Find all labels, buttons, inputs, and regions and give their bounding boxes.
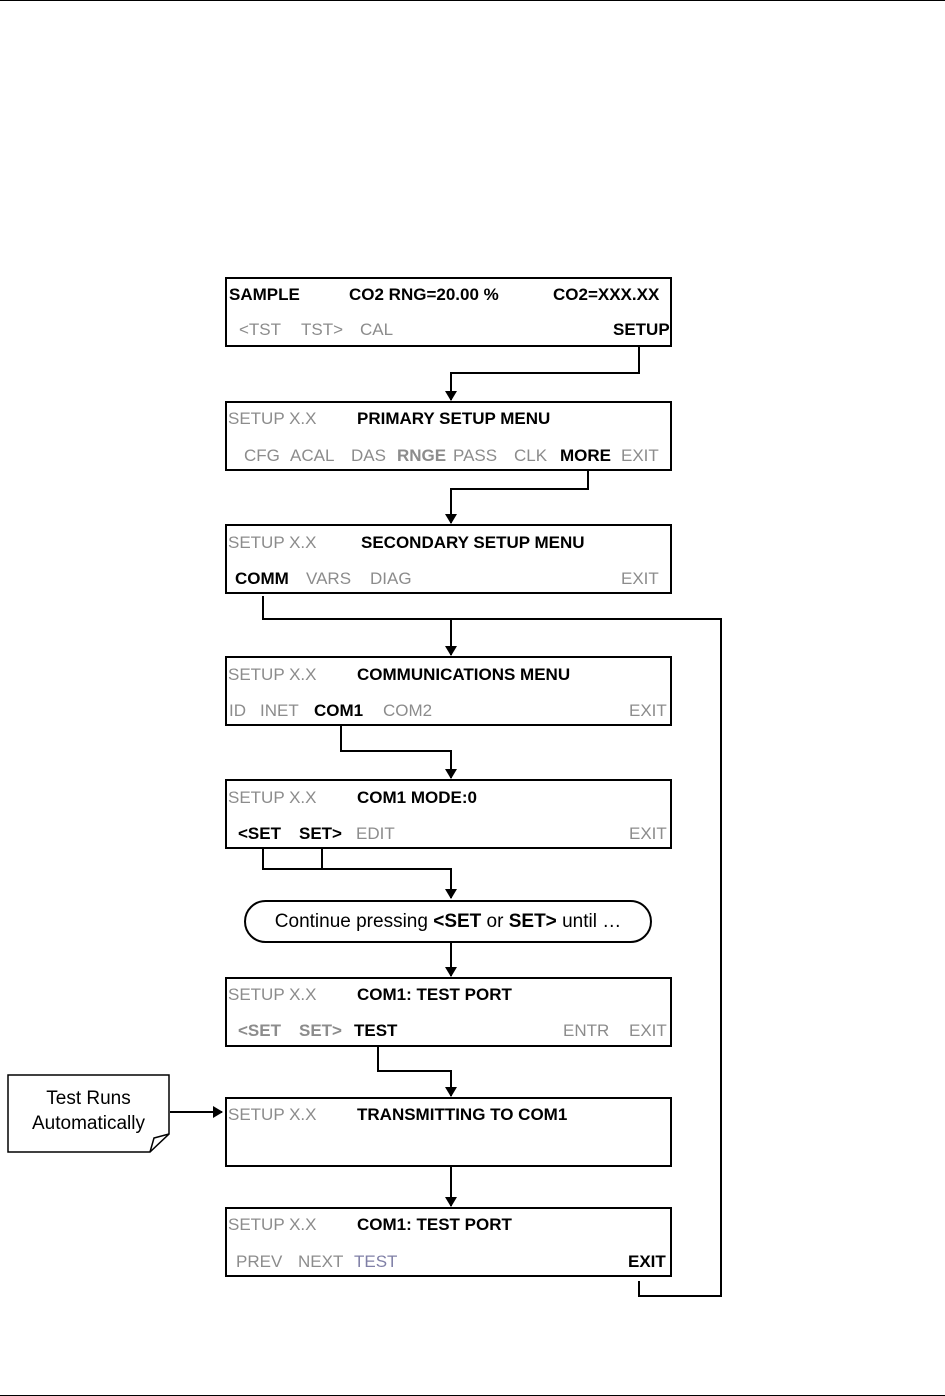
note-line-1: Test Runs [46,1088,131,1109]
next-button[interactable]: NEXT [298,1252,344,1271]
instruction-pre: Continue pressing [274,911,434,932]
return-line-exit-to-comm [451,618,722,1297]
set-prev-button[interactable]: <SET [238,1021,281,1040]
clk-button[interactable]: CLK [514,446,548,465]
setup-version-label: SETUP X.X [228,533,317,552]
setup-button[interactable]: SETUP [613,320,670,339]
exit-button[interactable]: EXIT [629,1021,667,1040]
setup-version-label: SETUP X.X [228,985,317,1004]
exit-button[interactable]: EXIT [629,824,667,843]
note-text: Test Runs Automatically [7,1086,170,1136]
exit-button[interactable]: EXIT [621,446,659,465]
rnge-button[interactable]: RNGE [397,446,447,465]
top-rule [0,0,945,1]
menu-title: PRIMARY SETUP MENU [357,409,551,428]
note-line-2: Automatically [32,1113,145,1134]
communications-display: SETUP X.X COMMUNICATIONS MENU ID INET CO… [225,656,672,726]
set-next-button[interactable]: SET> [299,1021,342,1040]
arrow-com1-to-mode [340,720,457,779]
setup-version-label: SETUP X.X [228,1215,317,1234]
edit-button[interactable]: EDIT [356,824,395,843]
arrow-setup-to-primary [445,338,640,401]
entr-button[interactable]: ENTR [563,1021,610,1040]
diag-button[interactable]: DIAG [370,569,412,588]
tst-next-button[interactable]: TST> [301,320,344,339]
arrow-set-to-instruction [262,842,457,899]
sample-display: SAMPLE CO2 RNG=20.00 % CO2=XXX.XX <TST T… [225,277,672,347]
note-box [7,1074,170,1153]
com1-mode-display: SETUP X.X COM1 MODE:0 <SET SET> EDIT EXI… [225,779,672,849]
tst-prev-button[interactable]: <TST [239,320,282,339]
setup-version-label: SETUP X.X [228,1105,317,1124]
vars-button[interactable]: VARS [306,569,352,588]
arrow-test-to-transmitting [377,1040,457,1097]
instruction-key-set-next: SET> [508,911,557,932]
arrow-comm-to-communications [262,596,457,656]
test-button[interactable]: TEST [354,1252,398,1271]
set-next-button[interactable]: SET> [299,824,342,843]
co2-readout: CO2=XXX.XX [553,285,660,304]
inet-button[interactable]: INET [260,701,299,720]
instruction-mid: or [481,911,509,932]
test-port-display: SETUP X.X COM1: TEST PORT <SET SET> TEST… [225,977,672,1047]
exit-button[interactable]: EXIT [629,701,667,720]
com2-button[interactable]: COM2 [383,701,433,720]
test-port-running-display: SETUP X.X COM1: TEST PORT PREV NEXT TEST… [225,1207,672,1277]
port-title: COM1: TEST PORT [357,985,512,1004]
arrow-more-to-secondary [445,465,589,524]
transmitting-display: SETUP X.X TRANSMITTING TO COM1 [225,1097,672,1167]
exit-button[interactable]: EXIT [628,1252,666,1271]
prev-button[interactable]: PREV [236,1252,283,1271]
menu-title: SECONDARY SETUP MENU [361,533,585,552]
cal-button[interactable]: CAL [360,320,394,339]
instruction-post: until … [556,911,622,932]
cfg-button[interactable]: CFG [244,446,280,465]
comm-button[interactable]: COMM [235,569,289,588]
port-title: COM1: TEST PORT [357,1215,512,1234]
mode-title: COM1 MODE:0 [357,788,477,807]
acal-button[interactable]: ACAL [290,446,335,465]
id-button[interactable]: ID [229,701,246,720]
instruction-key-set-prev: <SET [433,911,482,932]
das-button[interactable]: DAS [351,446,386,465]
mode-label: SAMPLE [229,285,300,304]
com1-button[interactable]: COM1 [314,701,364,720]
setup-version-label: SETUP X.X [228,409,317,428]
set-prev-button[interactable]: <SET [238,824,281,843]
setup-version-label: SETUP X.X [228,788,317,807]
range-readout: CO2 RNG=20.00 % [349,285,499,304]
instruction-callout: Continue pressing <SET or SET> until … [244,900,652,943]
test-button[interactable]: TEST [354,1021,398,1040]
exit-button[interactable]: EXIT [621,569,659,588]
transmitting-title: TRANSMITTING TO COM1 [357,1105,568,1124]
pass-button[interactable]: PASS [453,446,498,465]
setup-version-label: SETUP X.X [228,665,317,684]
more-button[interactable]: MORE [560,446,611,465]
primary-setup-display: SETUP X.X PRIMARY SETUP MENU CFG ACAL DA… [225,401,672,471]
menu-title: COMMUNICATIONS MENU [357,665,571,684]
secondary-setup-display: SETUP X.X SECONDARY SETUP MENU COMM VARS… [225,524,672,594]
